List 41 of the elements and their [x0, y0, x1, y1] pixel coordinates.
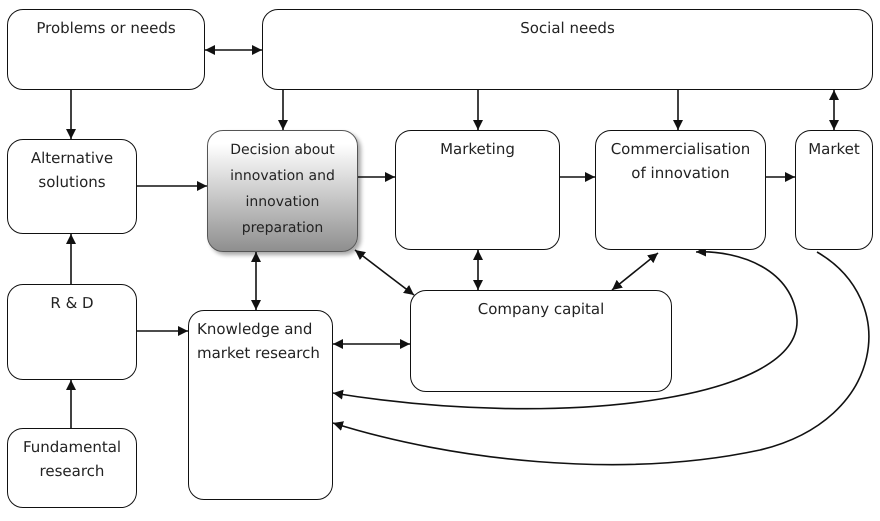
arrow: [332, 251, 870, 466]
box-label: Fundamental research: [22, 437, 122, 482]
process-box: [7, 9, 205, 90]
process-box: [7, 139, 137, 234]
box-label: Social needs: [519, 18, 616, 39]
arrow: [358, 172, 395, 182]
box-label: Marketing: [439, 139, 516, 160]
process-box: [7, 428, 137, 508]
arrow: [66, 380, 76, 428]
box-label: Knowledge and market research: [197, 319, 321, 364]
process-box: [395, 130, 560, 250]
arrow: [66, 90, 76, 139]
process-box: [7, 284, 137, 380]
arrow: [560, 172, 595, 182]
box-label: Market: [807, 139, 861, 160]
process-box: [595, 130, 766, 250]
arrow: [137, 181, 207, 191]
arrow: [278, 90, 288, 130]
arrow: [137, 326, 188, 336]
arrow: [354, 249, 414, 296]
highlighted-process-box: [207, 130, 358, 252]
box-label: Problems or needs: [35, 18, 177, 39]
arrow: [66, 234, 76, 284]
process-box: [188, 310, 333, 500]
arrow: [766, 172, 795, 182]
arrow: [612, 252, 658, 291]
box-label: Commercialisation of innovation: [610, 139, 752, 184]
arrow: [829, 90, 839, 130]
box-label: Company capital: [476, 299, 606, 320]
box-label: Decision about innovation and innovation preparation: [229, 141, 336, 238]
process-box: [795, 130, 873, 250]
arrow: [205, 45, 262, 55]
arrow: [673, 90, 683, 130]
box-label: R & D: [49, 293, 95, 314]
process-box: [410, 290, 672, 392]
arrow: [333, 339, 410, 349]
arrow: [251, 252, 261, 310]
arrow: [473, 90, 483, 130]
process-box: [262, 9, 873, 90]
arrow: [473, 250, 483, 290]
box-label: Alternative solutions: [30, 148, 114, 193]
